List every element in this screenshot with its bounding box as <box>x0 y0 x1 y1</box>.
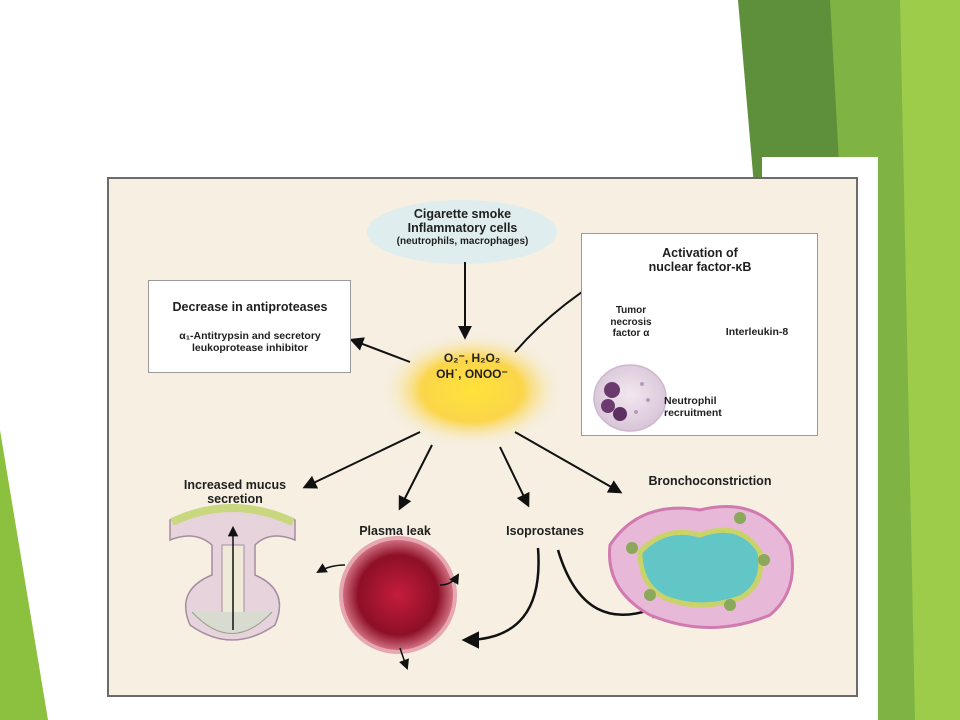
tnf-line3: factor α <box>612 328 650 339</box>
isoprostanes-label: Isoprostanes <box>506 524 584 538</box>
nfkb-title-line1: Activation of <box>662 246 738 260</box>
radical-line1: O₂⁻, H₂O₂ <box>443 351 501 365</box>
mucus-gland-illustration <box>169 504 296 641</box>
source-glow <box>367 200 557 264</box>
tnf-line1: Tumor <box>615 305 647 316</box>
tnf-label: Tumor necrosis factor α <box>596 305 666 340</box>
source-line3: (neutrophils, macrophages) <box>396 235 529 247</box>
antiproteases-line2: leukoprotease inhibitor <box>191 342 309 355</box>
arrow-to-antiproteases <box>349 337 411 363</box>
green-shape-right-light <box>900 0 960 720</box>
bronchoconstriction-illustration <box>608 505 794 629</box>
mucus-line2: secretion <box>207 492 263 507</box>
source-line1: Cigarette smoke <box>413 207 512 221</box>
arrow-to-plasma <box>398 444 433 511</box>
il8-label: Interleukin-8 <box>725 326 789 338</box>
tnf-line2: necrosis <box>610 316 652 328</box>
antiproteases-box <box>148 280 351 373</box>
radical-species: O₂⁻, H₂O₂ OH˙, ONOO⁻ <box>392 350 552 430</box>
antiproteases-detail: α₁-Antitrypsin and secretory leukoprotea… <box>150 330 350 354</box>
source-line2: Inflammatory cells <box>407 221 518 236</box>
nfkb-title: Activation of nuclear factor-κB <box>620 246 780 275</box>
mucus-line1: Increased mucus <box>183 478 287 492</box>
plasma-label: Plasma leak <box>359 524 431 538</box>
arrow-iso-to-plasma <box>461 547 540 649</box>
plasma-cell-illustration <box>316 536 460 670</box>
antiproteases-title: Decrease in antiproteases <box>172 300 328 314</box>
radical-sun <box>380 332 564 448</box>
green-shape-left <box>0 430 48 720</box>
antiproteases-line1: α₁-Antitrypsin and secretory <box>179 330 321 342</box>
neutrophil-line1: Neutrophil <box>664 395 717 407</box>
neutrophil-illustration <box>593 364 667 432</box>
source-label: Cigarette smoke Inflammatory cells (neut… <box>375 207 550 247</box>
nfkb-title-line2: nuclear factor-κB <box>648 260 752 275</box>
neutrophil-line2: recruitment <box>664 407 722 420</box>
broncho-label: Bronchoconstriction <box>648 474 772 488</box>
radical-line2: OH˙, ONOO⁻ <box>436 367 508 382</box>
arrow-to-mucus <box>302 431 421 489</box>
arrow-to-broncho <box>514 431 623 494</box>
mucus-label: Increased mucus secretion <box>165 478 305 507</box>
neutrophil-label: Neutrophil recruitment <box>664 395 744 419</box>
arrow-to-isoprostanes <box>499 446 530 508</box>
